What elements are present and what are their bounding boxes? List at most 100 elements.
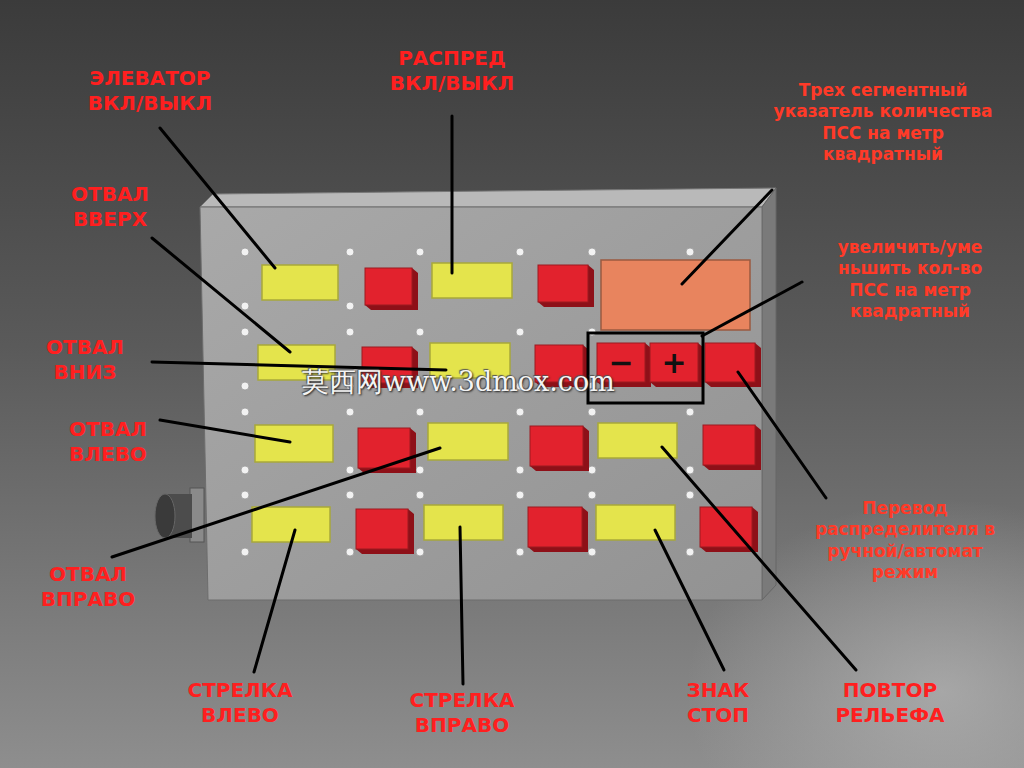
- mounting-dot: [516, 408, 524, 416]
- callout-label: ОТВАЛ ВНИЗ: [30, 335, 140, 385]
- leader-line: [702, 282, 802, 336]
- mounting-dot: [241, 491, 249, 499]
- mounting-dot: [416, 328, 424, 336]
- button-bevel: [530, 426, 589, 471]
- mounting-dot: [588, 548, 596, 556]
- connector-end: [155, 494, 175, 538]
- mounting-dot: [588, 466, 596, 474]
- mounting-dot: [346, 328, 354, 336]
- mounting-dot: [686, 248, 694, 256]
- mounting-dot: [516, 548, 524, 556]
- callout-label: ОТВАЛ ВЛЕВО: [53, 417, 163, 467]
- mounting-dot: [686, 408, 694, 416]
- yellow-button: [432, 263, 512, 298]
- callout-label: РАСПРЕД ВКЛ/ВЫКЛ: [377, 46, 527, 96]
- mounting-dot: [686, 466, 694, 474]
- mounting-dot: [241, 408, 249, 416]
- connector-plate: [190, 488, 204, 542]
- yellow-button: [428, 423, 508, 460]
- callout-label: СТРЕЛКА ВПРАВО: [387, 688, 537, 738]
- leader-line: [112, 448, 440, 557]
- button-bevel: [703, 425, 761, 470]
- mounting-dot: [686, 491, 694, 499]
- panel-top-face: [200, 188, 776, 207]
- mounting-dot: [241, 248, 249, 256]
- mounting-dot: [416, 408, 424, 416]
- mounting-dot: [241, 466, 249, 474]
- callout-label: Трех сегментный указатель количества ПСС…: [769, 80, 997, 165]
- mounting-dot: [588, 248, 596, 256]
- mounting-dot: [516, 466, 524, 474]
- button-bevel: [538, 265, 594, 307]
- mounting-dot: [241, 302, 249, 310]
- callout-label: Перевод распределителя в ручной/автомат …: [805, 498, 1005, 583]
- red-button: [703, 425, 755, 465]
- button-bevel: [356, 509, 414, 554]
- mounting-dot: [241, 382, 249, 390]
- leader-line: [160, 128, 275, 268]
- button-bevel: [650, 343, 704, 387]
- key-button: +: [650, 343, 698, 382]
- mounting-dot: [346, 548, 354, 556]
- mounting-dot: [346, 466, 354, 474]
- leader-line: [738, 372, 826, 498]
- leader-line: [160, 420, 290, 442]
- mounting-dot: [516, 491, 524, 499]
- mounting-dot: [588, 408, 596, 416]
- yellow-button: [596, 505, 675, 540]
- button-bevel: [528, 507, 588, 552]
- mounting-dot: [346, 302, 354, 310]
- mounting-dot: [346, 408, 354, 416]
- callout-label: ПОВТОР РЕЛЬЕФА: [820, 678, 960, 728]
- watermark: 莫西网www.3dmox.com: [302, 364, 615, 400]
- callout-label: ЗНАК СТОП: [663, 678, 773, 728]
- yellow-button: [262, 265, 338, 300]
- mounting-dot: [346, 248, 354, 256]
- red-button: [530, 426, 583, 466]
- mounting-dot: [241, 548, 249, 556]
- leader-line: [662, 447, 856, 670]
- panel-housing: [200, 188, 776, 600]
- panel-side-face: [762, 188, 776, 600]
- red-button: [538, 265, 588, 302]
- yellow-button: [255, 425, 333, 462]
- leader-lines: [112, 116, 856, 684]
- callout-label: увеличить/уме ньшить кол-во ПСС на метр …: [825, 237, 995, 322]
- mounting-dot: [588, 491, 596, 499]
- red-button: [365, 268, 412, 305]
- segment-display: [601, 260, 750, 330]
- leader-line: [254, 530, 295, 672]
- mounting-dot: [346, 491, 354, 499]
- mounting-dot: [416, 466, 424, 474]
- panel-front-face: [200, 207, 762, 600]
- leader-line: [655, 530, 724, 670]
- red-button: [356, 509, 408, 549]
- callout-label: СТРЕЛКА ВЛЕВО: [170, 678, 310, 728]
- red-button: [705, 343, 755, 382]
- callout-label: ОТВАЛ ВВЕРХ: [55, 182, 165, 232]
- mounting-dot: [241, 328, 249, 336]
- mounting-dot: [516, 328, 524, 336]
- key-symbol: −: [608, 348, 633, 378]
- key-symbol: +: [661, 348, 686, 378]
- mounting-dot: [686, 548, 694, 556]
- mounting-dot: [416, 548, 424, 556]
- leader-line: [152, 238, 290, 352]
- mounting-dot: [416, 491, 424, 499]
- callout-label: ОТВАЛ ВПРАВО: [23, 562, 153, 612]
- callout-label: ЭЛЕВАТОР ВКЛ/ВЫКЛ: [75, 66, 225, 116]
- mounting-dot: [516, 248, 524, 256]
- leader-line: [682, 190, 772, 284]
- leader-line: [451, 116, 454, 273]
- mounting-dot: [416, 248, 424, 256]
- yellow-button: [252, 507, 330, 542]
- button-bevel: [705, 343, 761, 387]
- button-bevel: [365, 268, 418, 310]
- key-button: −: [597, 343, 645, 382]
- yellow-button: [424, 505, 503, 540]
- red-button: [528, 507, 582, 547]
- leader-line: [460, 527, 463, 684]
- red-button: [650, 343, 698, 382]
